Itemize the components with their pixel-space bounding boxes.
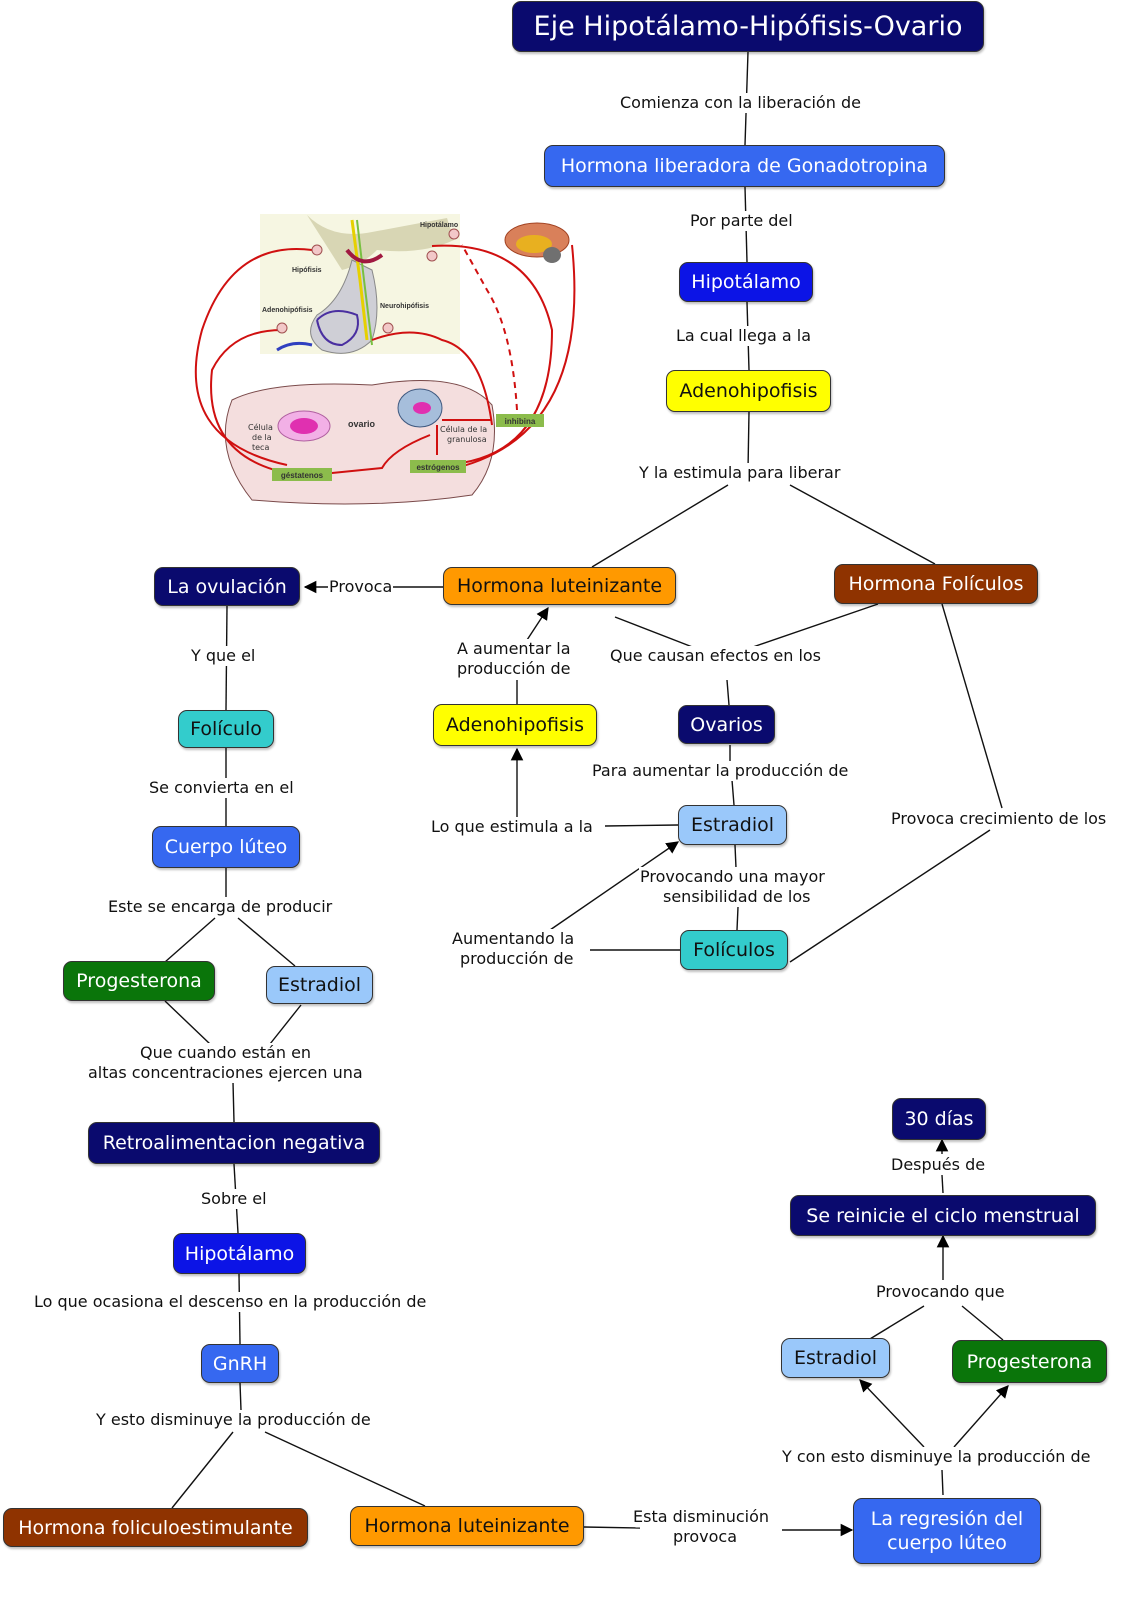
- node-adenohipofisis-mid[interactable]: Adenohipofisis: [433, 704, 597, 746]
- hpo-axis-illustration: inhibina estrógenos géstatenos Hipotálam…: [194, 214, 576, 505]
- link-label: La cual llega a la: [675, 326, 812, 346]
- link-label: Provocando una mayor: [639, 867, 826, 887]
- portal-vessels: [316, 310, 359, 347]
- svg-text:Hipófisis: Hipófisis: [292, 267, 322, 274]
- link-label: Esta disminución: [632, 1507, 771, 1527]
- link-label: Después de: [890, 1155, 987, 1175]
- node-ovulacion[interactable]: La ovulación: [154, 567, 300, 606]
- node-hipotalamo-bottom[interactable]: Hipotálamo: [173, 1233, 306, 1274]
- svg-text:Hipotálamo: Hipotálamo: [420, 222, 458, 229]
- node-estradiol-mid[interactable]: Estradiol: [678, 805, 787, 845]
- link-label: Se convierta en el: [148, 778, 295, 798]
- node-cuerpo-luteo[interactable]: Cuerpo lúteo: [152, 826, 300, 868]
- svg-text:géstatenos: géstatenos: [281, 471, 324, 480]
- link-label: Sobre el: [200, 1189, 268, 1209]
- node-progesterona-right[interactable]: Progesterona: [952, 1340, 1107, 1383]
- brain-icon: [504, 222, 570, 263]
- node-gnrh[interactable]: GnRH: [201, 1344, 279, 1383]
- svg-text:teca: teca: [252, 443, 269, 452]
- svg-text:estrógenos: estrógenos: [416, 463, 460, 472]
- svg-text:Adenohipófisis: Adenohipófisis: [262, 307, 313, 314]
- svg-text:ovario: ovario: [348, 419, 376, 429]
- link-label: Por parte del: [689, 211, 794, 231]
- node-lh-bottom[interactable]: Hormona luteinizante: [350, 1506, 584, 1546]
- svg-text:Célula: Célula: [248, 422, 273, 432]
- link-label: Para aumentar la producción de: [591, 761, 850, 781]
- link-label: Lo que ocasiona el descenso en la produc…: [33, 1292, 428, 1312]
- link-label: Provoca: [328, 577, 394, 597]
- node-hipotalamo-top[interactable]: Hipotálamo: [679, 262, 813, 302]
- link-label: Que cuando están en: [139, 1043, 313, 1063]
- link-label: Y esto disminuye la producción de: [95, 1410, 372, 1430]
- hypothalamus-shape: [307, 215, 454, 270]
- link-label: sensibilidad de los: [662, 887, 812, 907]
- node-fsh-top[interactable]: Hormona Folículos: [834, 564, 1038, 604]
- link-label: Provocando que: [875, 1282, 1006, 1302]
- node-retroalimentacion[interactable]: Retroalimentacion negativa: [88, 1122, 380, 1164]
- link-label: Y con esto disminuye la producción de: [781, 1447, 1092, 1467]
- svg-text:de la: de la: [252, 433, 272, 442]
- node-adenohipofisis-top[interactable]: Adenohipofisis: [666, 370, 831, 412]
- title-node: Eje Hipotálamo-Hipófisis-Ovario: [512, 1, 984, 52]
- node-lh-top[interactable]: Hormona luteinizante: [443, 567, 676, 605]
- inhibina-box: [496, 414, 544, 427]
- estrogenos-box: [410, 460, 466, 473]
- link-label: Y la estimula para liberar: [638, 463, 842, 483]
- node-estradiol-left[interactable]: Estradiol: [266, 966, 373, 1004]
- link-label: Que causan efectos en los: [609, 646, 823, 666]
- svg-text:Célula de la: Célula de la: [440, 424, 487, 434]
- node-reinicie-ciclo[interactable]: Se reinicie el ciclo menstrual: [790, 1195, 1096, 1236]
- node-progesterona-left[interactable]: Progesterona: [63, 961, 215, 1001]
- link-label: Aumentando la: [451, 929, 576, 949]
- link-label: Provoca crecimiento de los: [890, 809, 1108, 829]
- node-foliculos-mid[interactable]: Folículos: [680, 930, 788, 970]
- node-30-dias[interactable]: 30 días: [892, 1098, 986, 1140]
- minus-markers: [276, 228, 460, 334]
- link-label: Este se encarga de producir: [107, 897, 334, 917]
- link-label: provoca: [672, 1527, 739, 1547]
- link-label: A aumentar la: [456, 639, 572, 659]
- link-label: producción de: [456, 659, 572, 679]
- svg-text:inhibina: inhibina: [505, 417, 536, 426]
- node-estradiol-right[interactable]: Estradiol: [781, 1338, 890, 1378]
- node-regresion-cuerpo-luteo[interactable]: La regresión del cuerpo lúteo: [853, 1498, 1041, 1564]
- link-label: producción de: [459, 949, 575, 969]
- link-label: Lo que estimula a la: [430, 817, 594, 837]
- node-foliculo[interactable]: Folículo: [178, 710, 274, 748]
- node-fsh-bottom[interactable]: Hormona foliculoestimulante: [3, 1508, 308, 1547]
- svg-text:Neurohipófisis: Neurohipófisis: [380, 303, 429, 310]
- link-label: altas concentraciones ejercen una: [87, 1063, 364, 1083]
- gestagenos-box: [272, 468, 332, 481]
- link-label: Comienza con la liberación de: [619, 93, 862, 113]
- svg-text:granulosa: granulosa: [447, 435, 487, 444]
- link-label: Y que el: [190, 646, 257, 666]
- node-ovarios[interactable]: Ovarios: [678, 705, 775, 744]
- node-gnrh-full[interactable]: Hormona liberadora de Gonadotropina: [544, 145, 945, 187]
